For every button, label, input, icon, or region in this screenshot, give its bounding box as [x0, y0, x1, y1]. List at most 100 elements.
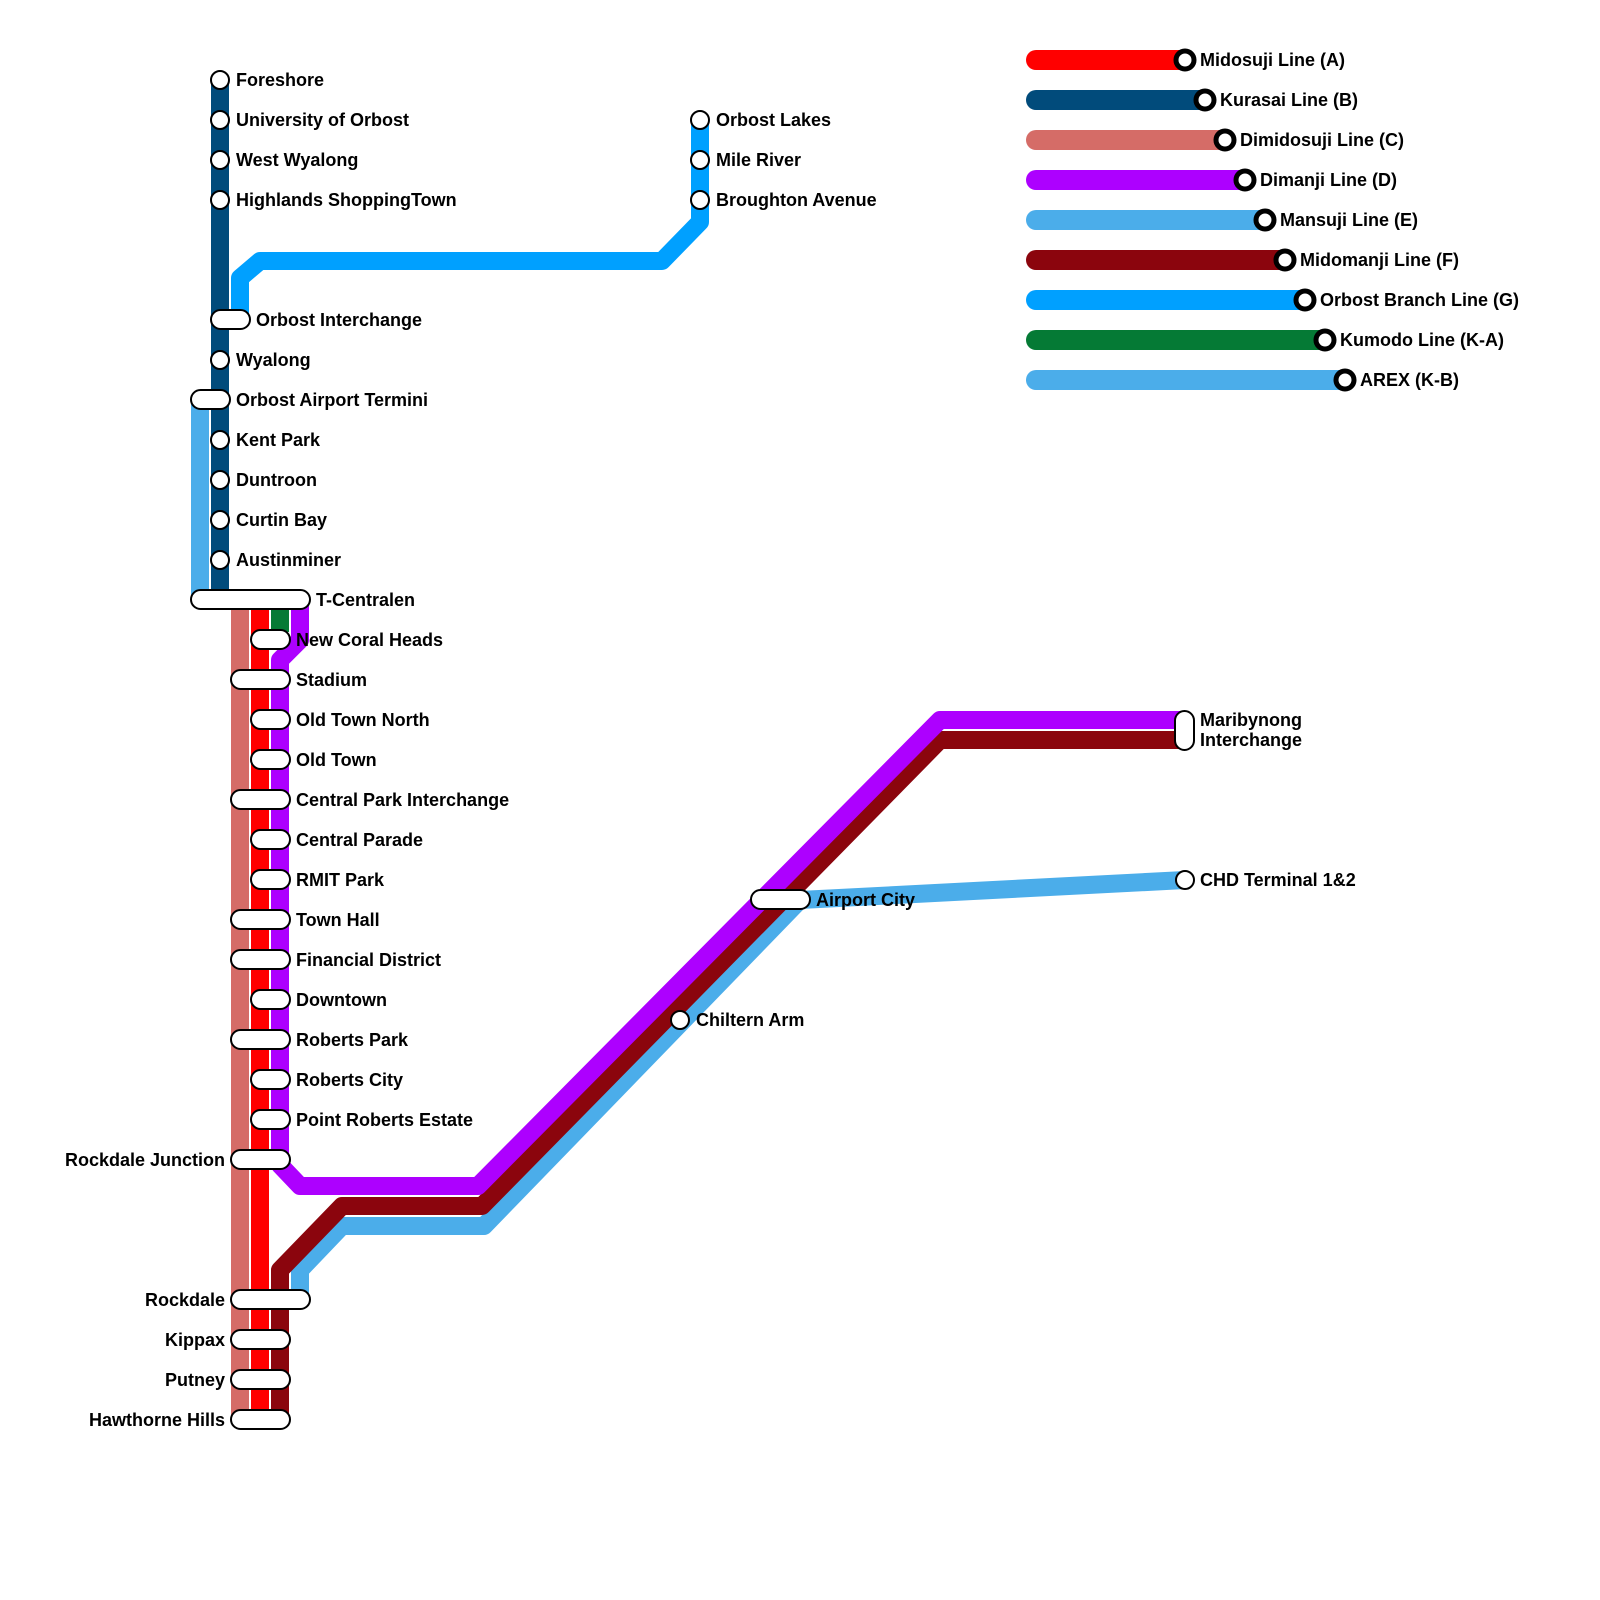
station-label: Rockdale — [145, 1290, 225, 1310]
station-label: Central Parade — [296, 830, 423, 850]
station-broughton-avenue[interactable]: Broughton Avenue — [690, 190, 877, 210]
station-label: Curtin Bay — [236, 510, 327, 530]
station-label: University of Orbost — [236, 110, 409, 130]
station-label: Old Town North — [296, 710, 430, 730]
station-west-wyalong[interactable]: West Wyalong — [210, 150, 358, 170]
station-marker — [690, 150, 710, 170]
station-marker — [190, 589, 311, 610]
station-kent-park[interactable]: Kent Park — [210, 430, 321, 450]
legend-marker-g — [1293, 288, 1317, 312]
station-town-hall[interactable]: Town Hall — [230, 909, 380, 930]
station-old-town-north[interactable]: Old Town North — [250, 709, 430, 730]
station-label: Foreshore — [236, 70, 324, 90]
station-duntroon[interactable]: Duntroon — [210, 470, 317, 490]
station-marker — [230, 1029, 291, 1050]
station-orbost-airport-termini[interactable]: Orbost Airport Termini — [190, 389, 428, 410]
station-marker — [230, 949, 291, 970]
legend-item-kb: AREX (K-B) — [1026, 368, 1459, 392]
station-curtin-bay[interactable]: Curtin Bay — [210, 510, 327, 530]
route-kb — [291, 871, 1186, 1300]
station-marker — [210, 110, 230, 130]
station-marker — [210, 190, 230, 210]
legend-label-kb: AREX (K-B) — [1360, 370, 1459, 390]
station-wyalong[interactable]: Wyalong — [210, 350, 311, 370]
station-roberts-park[interactable]: Roberts Park — [230, 1029, 409, 1050]
station-label: RMIT Park — [296, 870, 385, 890]
station-label: Highlands ShoppingTown — [236, 190, 457, 210]
station-orbost-lakes[interactable]: Orbost Lakes — [690, 110, 831, 130]
station-marker — [250, 1109, 291, 1130]
station-central-parade[interactable]: Central Parade — [250, 829, 423, 850]
station-maribynong-interchange[interactable]: Maribynong Interchange — [1174, 710, 1302, 751]
station-roberts-city[interactable]: Roberts City — [250, 1069, 403, 1090]
station-marker — [250, 709, 291, 730]
station-label: Mile River — [716, 150, 801, 170]
station-marker — [750, 889, 811, 910]
station-marker — [230, 1409, 291, 1430]
station-kippax[interactable]: Kippax — [165, 1329, 291, 1350]
station-airport-city[interactable]: Airport City — [750, 889, 915, 910]
station-marker — [670, 1010, 690, 1030]
station-old-town[interactable]: Old Town — [250, 749, 377, 770]
station-stadium[interactable]: Stadium — [230, 669, 367, 690]
station-label: Putney — [165, 1370, 225, 1390]
station-label: Kippax — [165, 1330, 225, 1350]
station-marker — [230, 909, 291, 930]
station-marker — [210, 550, 230, 570]
station-putney[interactable]: Putney — [165, 1369, 291, 1390]
station-marker — [190, 389, 231, 410]
station-orbost-interchange[interactable]: Orbost Interchange — [210, 309, 422, 330]
station-foreshore[interactable]: Foreshore — [210, 70, 324, 90]
station-rockdale[interactable]: Rockdale — [145, 1289, 311, 1310]
station-marker — [690, 190, 710, 210]
station-label: Central Park Interchange — [296, 790, 509, 810]
station-marker — [230, 1149, 291, 1170]
station-point-roberts-estate[interactable]: Point Roberts Estate — [250, 1109, 473, 1130]
station-central-park-interchange[interactable]: Central Park Interchange — [230, 789, 509, 810]
legend-marker-b — [1193, 88, 1217, 112]
station-hawthorne-hills[interactable]: Hawthorne Hills — [89, 1409, 291, 1430]
station-label: Town Hall — [296, 910, 380, 930]
station-label: Duntroon — [236, 470, 317, 490]
station-marker — [230, 1369, 291, 1390]
legend-marker-ka — [1313, 328, 1337, 352]
station-marker — [230, 789, 291, 810]
station-label: Kent Park — [236, 430, 321, 450]
station-marker — [250, 869, 291, 890]
station-label: Roberts Park — [296, 1030, 409, 1050]
legend-label-ka: Kumodo Line (K-A) — [1340, 330, 1504, 350]
station-marker — [1175, 870, 1195, 890]
station-label: West Wyalong — [236, 150, 358, 170]
station-rockdale-junction[interactable]: Rockdale Junction — [65, 1149, 291, 1170]
station-label: Financial District — [296, 950, 441, 970]
route-d — [271, 600, 1185, 1195]
station-label: T-Centralen — [316, 590, 415, 610]
station-rmit-park[interactable]: RMIT Park — [250, 869, 385, 890]
station-financial-district[interactable]: Financial District — [230, 949, 441, 970]
station-highlands-shoppingtown[interactable]: Highlands ShoppingTown — [210, 190, 457, 210]
station-university-of-orbost[interactable]: University of Orbost — [210, 110, 409, 130]
legend-item-d: Dimanji Line (D) — [1026, 168, 1397, 192]
station-marker — [230, 1289, 311, 1310]
legend-label-a: Midosuji Line (A) — [1200, 50, 1345, 70]
legend-item-ka: Kumodo Line (K-A) — [1026, 328, 1504, 352]
station-mile-river[interactable]: Mile River — [690, 150, 801, 170]
station-t-centralen[interactable]: T-Centralen — [190, 589, 415, 610]
station-label: Austinminer — [236, 550, 341, 570]
station-austinminer[interactable]: Austinminer — [210, 550, 341, 570]
station-chd-terminal[interactable]: CHD Terminal 1&2 — [1175, 870, 1356, 890]
station-label: Downtown — [296, 990, 387, 1010]
station-label-line1: Maribynong — [1200, 710, 1302, 730]
station-chiltern-arm[interactable]: Chiltern Arm — [670, 1010, 804, 1030]
station-new-coral-heads[interactable]: New Coral Heads — [250, 629, 443, 650]
station-marker — [250, 829, 291, 850]
station-label: Orbost Lakes — [716, 110, 831, 130]
legend-item-g: Orbost Branch Line (G) — [1026, 288, 1519, 312]
station-downtown[interactable]: Downtown — [250, 989, 387, 1010]
station-marker — [210, 430, 230, 450]
station-label: Orbost Airport Termini — [236, 390, 428, 410]
station-marker — [230, 669, 291, 690]
station-label: New Coral Heads — [296, 630, 443, 650]
station-marker — [210, 470, 230, 490]
